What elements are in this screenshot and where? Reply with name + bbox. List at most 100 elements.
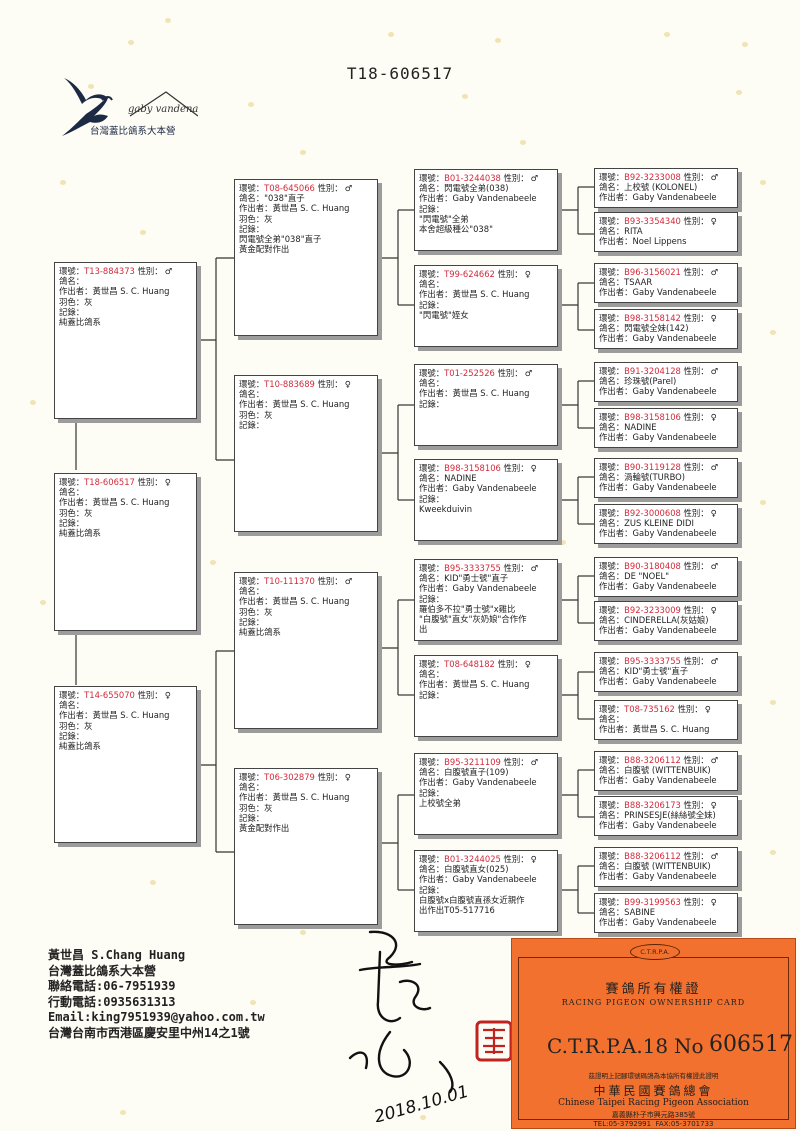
sex-icon: ♀	[164, 477, 171, 487]
ring-line: 環號：B95-3333755 性別：♂	[419, 563, 553, 573]
breeder: 作出者：黃世昌 S. C. Huang	[59, 497, 170, 508]
ring-label: 環號：	[239, 183, 265, 193]
ring-number: T14-655070	[84, 690, 135, 700]
sex-label: 性別：	[683, 267, 709, 277]
color: 羽色：灰	[59, 720, 93, 731]
ring-line: 環號：B01-3244025 性別：♀	[419, 854, 553, 864]
sex-icon: ♂	[164, 266, 173, 276]
pigeon-name: 鴿名：NADINE	[599, 422, 657, 433]
sex-icon: ♀	[710, 800, 717, 810]
ring-line: 環號：T06-302879 性別：♀	[239, 772, 373, 782]
breeder: 作出者：黃世昌 S. C. Huang	[239, 792, 350, 803]
ring-line: 環號：B95-3211109 性別：♂	[419, 757, 553, 767]
breeder: 作出者：Gaby Vandenabeele	[599, 482, 717, 493]
ring-line: 環號：T10-883689 性別：♀	[239, 379, 373, 389]
pigeon-name: 鴿名：閃電號全妹(142)	[599, 323, 689, 334]
color: 羽色：灰	[239, 606, 273, 617]
breeder: 作出者：Gaby Vandenabeele	[599, 386, 717, 397]
breeder: 作出者：Gaby Vandenabeele	[419, 874, 537, 885]
card-great-grandparent: 環號：T08-648182 性別：♀鴿名：作出者：黃世昌 S. C. Huang…	[414, 655, 558, 737]
pigeon-name: 鴿名：KID"勇士號"直子	[419, 573, 509, 584]
sex-label: 性別：	[683, 216, 709, 226]
ring-number: T10-883689	[264, 379, 315, 389]
sex-icon: ♀	[524, 269, 531, 279]
ring-line: 環號：T13-884373 性別：♂	[59, 266, 192, 276]
note: "白腹號"直女"灰奶娘"合作作	[419, 614, 527, 625]
record: 記錄：	[239, 616, 265, 627]
breeder: 作出者：Gaby Vandenabeele	[599, 287, 717, 298]
record: 記錄：	[419, 593, 445, 604]
sex-icon: ♂	[530, 173, 539, 183]
pigeon-name: 鴿名：白腹號 (WITTENBUIK)	[599, 765, 711, 776]
ring-number: T13-884373	[84, 266, 135, 276]
sex-icon: ♀	[710, 412, 717, 422]
note: 上校號全弟	[419, 797, 461, 808]
card-great-great-grandparent: 環號：B92-3233008 性別：♂鴿名：上校號 (KOLONEL)作出者：G…	[594, 168, 738, 208]
sex-icon: ♂	[710, 462, 719, 472]
ring-number: B01-3244038	[444, 173, 501, 183]
ring-label: 環號：	[599, 313, 625, 323]
record: 記錄：	[239, 223, 265, 234]
color: 羽色：灰	[59, 507, 93, 518]
breeder: 作出者：黃世昌 S. C. Huang	[239, 203, 350, 214]
ring-number: T10-111370	[264, 576, 315, 586]
paper-fleck	[770, 330, 776, 335]
sex-label: 性別：	[137, 477, 163, 487]
ring-line: 環號：B93-3354340 性別：♀	[599, 216, 733, 226]
paper-fleck	[742, 42, 748, 47]
breeder: 作出者：Gaby Vandenabeele	[419, 583, 537, 594]
card-grandparent: 環號：T10-883689 性別：♀鴿名：作出者：黃世昌 S. C. Huang…	[234, 375, 378, 532]
sex-icon: ♀	[344, 379, 351, 389]
note: 羅伯多不拉"勇士號"x雞比	[419, 603, 516, 614]
paper-fleck	[150, 880, 156, 885]
card-border: 賽鴿所有權證 RACING PIGEON OWNERSHIP CARD C.T.…	[518, 957, 793, 1128]
sex-icon: ♂	[710, 172, 719, 182]
record: 記錄：	[59, 517, 85, 528]
card-great-grandparent: 環號：B01-3244038 性別：♂鴿名：閃電號全弟(038)作出者：Gaby…	[414, 169, 558, 251]
ring-label: 環號：	[599, 755, 625, 765]
record: 記錄：	[419, 398, 445, 409]
sex-label: 性別：	[137, 690, 163, 700]
sex-icon: ♀	[164, 690, 171, 700]
ring-label: 環號：	[59, 266, 85, 276]
sex-label: 性別：	[497, 659, 523, 669]
ring-number: B96-3156021	[624, 267, 681, 277]
note: 純蓋比鴿系	[59, 741, 101, 752]
note: 出	[419, 624, 428, 635]
ring-line: 環號：B92-3233009 性別：♀	[599, 605, 733, 615]
sex-label: 性別：	[137, 266, 163, 276]
color: 羽色：灰	[59, 296, 93, 307]
pigeon-name: 鴿名：	[59, 487, 85, 498]
ring-label: 環號：	[599, 412, 625, 422]
breeder: 作出者：Gaby Vandenabeele	[599, 333, 717, 344]
breeder: 作出者：Noel Lippens	[599, 236, 687, 247]
card-great-great-grandparent: 環號：B91-3204128 性別：♂鴿名：珍珠號(Parel)作出者：Gaby…	[594, 362, 738, 402]
paper-fleck	[664, 32, 670, 37]
note: 出作出T05-517716	[419, 905, 495, 916]
paper-fleck	[250, 1000, 256, 1005]
ring-number: B95-3333755	[624, 656, 681, 666]
paper-fleck	[388, 32, 394, 37]
sex-label: 性別：	[503, 757, 529, 767]
record: 記錄：	[419, 689, 445, 700]
ring-label: 環號：	[599, 561, 625, 571]
note: Kweekduivin	[419, 503, 473, 514]
ring-line: 環號：B90-3180408 性別：♂	[599, 561, 733, 571]
ring-label: 環號：	[59, 477, 85, 487]
ring-label: 環號：	[599, 508, 625, 518]
sex-label: 性別：	[497, 368, 523, 378]
pigeon-name: 鴿名：PRINSESJE(絲絲號全妹)	[599, 810, 716, 821]
sex-label: 性別：	[683, 462, 709, 472]
card-great-grandparent: 環號：T99-624662 性別：♀鴿名：作出者：黃世昌 S. C. Huang…	[414, 265, 558, 347]
breeder: 作出者：Gaby Vandenabeele	[599, 625, 717, 636]
card-parent: 環號：T14-655070 性別：♀鴿名：作出者：黃世昌 S. C. Huang…	[54, 686, 197, 843]
record: 記錄：	[239, 812, 265, 823]
contact-mobile: 行動電話:0935631313	[48, 994, 176, 1009]
pigeon-name: 鴿名：上校號 (KOLONEL)	[599, 182, 698, 193]
sex-label: 性別：	[683, 755, 709, 765]
sex-label: 性別：	[317, 183, 343, 193]
note: "閃電號"姪女	[419, 309, 469, 320]
ring-number: T01-252526	[444, 368, 495, 378]
